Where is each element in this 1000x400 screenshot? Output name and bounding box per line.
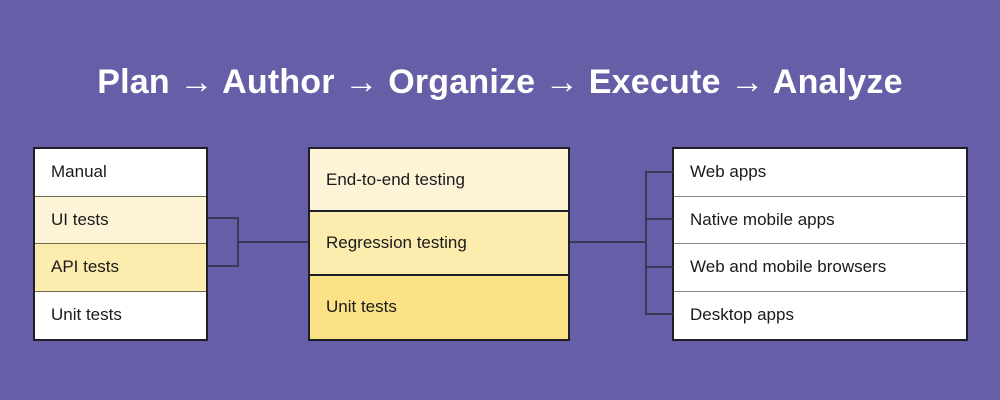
list-item-label: Native mobile apps: [690, 209, 835, 229]
list-item[interactable]: Web and mobile browsers: [674, 244, 966, 292]
connector-ui-tests-stub: [208, 217, 239, 219]
list-item-label: Manual: [51, 162, 107, 182]
list-item[interactable]: Manual: [35, 149, 206, 197]
list-item-label: Unit tests: [326, 297, 397, 317]
connector-native-apps-stub: [645, 218, 673, 220]
list-item-label: UI tests: [51, 209, 109, 229]
connector-api-tests-stub: [208, 265, 239, 267]
list-item[interactable]: UI tests: [35, 196, 206, 244]
list-item[interactable]: Desktop apps: [674, 291, 966, 339]
column-test-types: End-to-end testing Regression testing Un…: [308, 147, 570, 341]
connector-left-to-middle: [237, 241, 308, 243]
list-item[interactable]: Unit tests: [310, 275, 568, 339]
list-item[interactable]: API tests: [35, 244, 206, 292]
list-item-label: Unit tests: [51, 305, 122, 325]
page-title: Plan → Author → Organize → Execute → Ana…: [97, 63, 903, 101]
connector-desktop-apps-stub: [645, 313, 673, 315]
list-item-label: End-to-end testing: [326, 169, 465, 189]
column-plan-methods: Manual UI tests API tests Unit tests: [33, 147, 208, 341]
connector-web-apps-stub: [645, 171, 673, 173]
list-item[interactable]: End-to-end testing: [310, 149, 568, 213]
list-item-label: API tests: [51, 257, 120, 277]
list-item[interactable]: Unit tests: [35, 291, 206, 339]
list-item-label: Regression testing: [326, 232, 467, 252]
column-targets: Web apps Native mobile apps Web and mobi…: [672, 147, 968, 341]
connector-middle-to-right: [570, 241, 647, 243]
list-item-label: Web apps: [690, 162, 767, 182]
list-item[interactable]: Web apps: [674, 149, 966, 197]
connector-right-bracket-spine: [645, 171, 647, 314]
list-item-label: Web and mobile browsers: [690, 257, 887, 277]
list-item-label: Desktop apps: [690, 305, 794, 325]
list-item[interactable]: Regression testing: [310, 212, 568, 276]
connector-browsers-stub: [645, 266, 673, 268]
list-item[interactable]: Native mobile apps: [674, 196, 966, 244]
